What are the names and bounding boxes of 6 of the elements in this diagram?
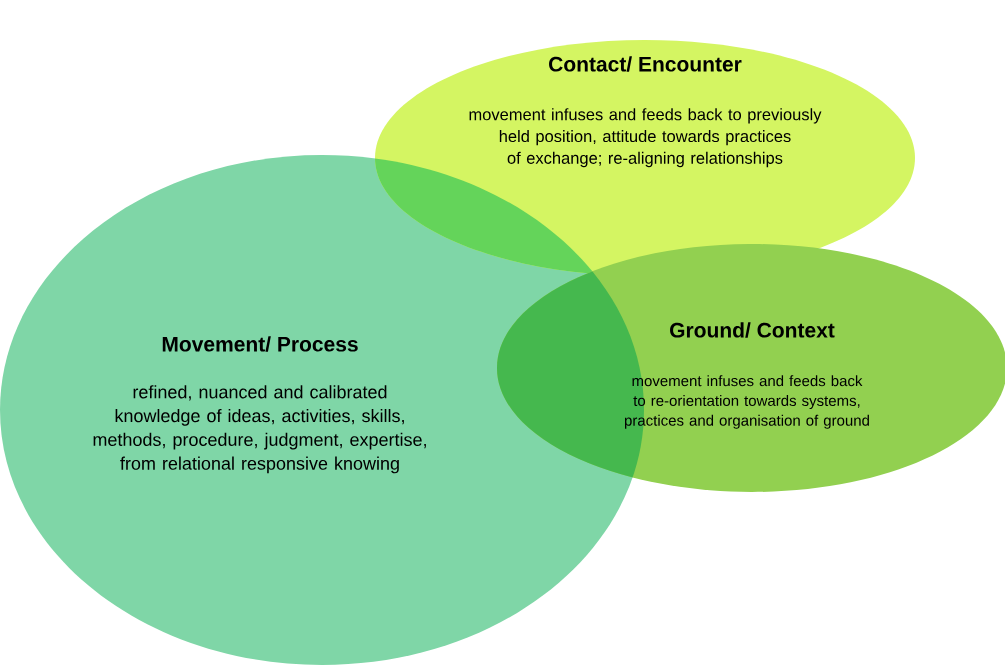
ellipse-description: refined, nuanced and calibrated knowledge of ideas, activities, skills, methods, procedure, judgment, expertise, from relational responsive knowing <box>93 385 426 474</box>
ellipse-description: movement infuses and feeds back to previously held position, attitude towards practices of exchange; re-aligning relationships <box>469 108 822 168</box>
ellipse-title: Contact/ Encounter <box>549 56 742 72</box>
ellipse-description: movement infuses and feeds back to re-orientation towards systems, practices and organisation of ground <box>625 375 869 429</box>
ellipse-title: Ground/ Context <box>670 322 835 338</box>
ellipse-title: Movement/ Process <box>162 336 358 352</box>
